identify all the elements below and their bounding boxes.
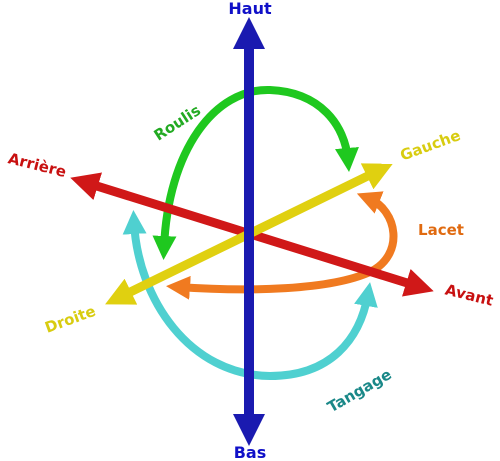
label-gauche: Gauche — [398, 126, 463, 164]
label-haut: Haut — [228, 0, 272, 18]
label-tangage: Tangage — [324, 365, 394, 416]
label-avant: Avant — [443, 281, 495, 310]
label-arriere: Arrière — [6, 149, 68, 181]
label-droite: Droite — [42, 302, 98, 337]
label-lacet: Lacet — [418, 221, 464, 239]
label-bas: Bas — [234, 443, 267, 461]
